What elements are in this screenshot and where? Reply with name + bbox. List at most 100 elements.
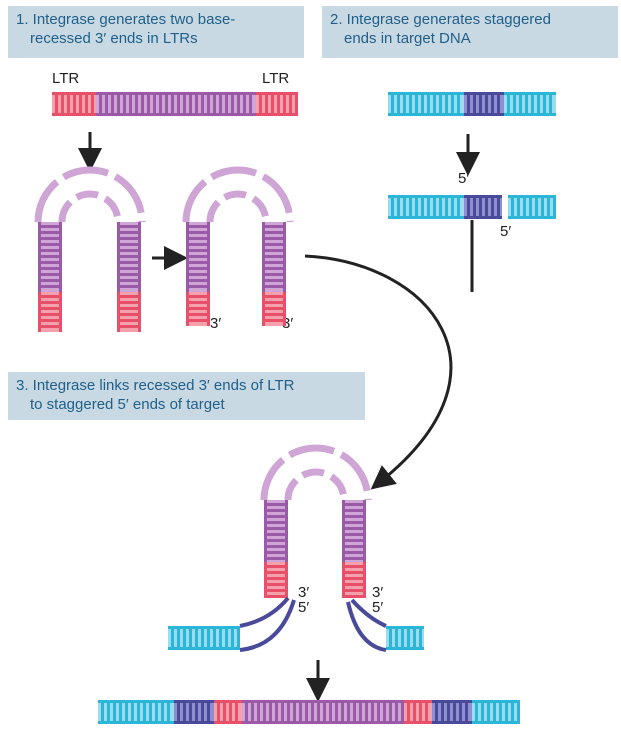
final-viral-rung — [377, 703, 380, 721]
cut-target-site-rung — [473, 198, 476, 216]
ltr-left-duplex-rung — [85, 95, 88, 113]
cut-target-right-rung — [517, 198, 520, 216]
hairpin-b-left-viral-rung — [189, 273, 207, 276]
final-ltr-right-strand-bottom — [404, 721, 432, 724]
viral-duplex-rung — [243, 95, 246, 113]
final-target-left-rung — [125, 703, 128, 721]
join-target-right-rung — [401, 629, 404, 647]
viral-duplex-rung — [225, 95, 228, 113]
hairpin-c-right-viral-rung — [345, 521, 363, 524]
final-ltr-left-rung — [217, 703, 220, 721]
join-target-left-rung — [207, 629, 210, 647]
hairpin-c-outer-strand — [260, 444, 372, 501]
hairpin-c-left-ltr-rung — [267, 583, 285, 586]
hairpin-c-left-viral-rung — [267, 515, 285, 518]
cut-target-site-rung — [497, 198, 500, 216]
hairpin-a-left-viral-rung — [41, 267, 59, 270]
target-right-duplex-rung — [537, 95, 540, 113]
cut-target-left-rung — [427, 198, 430, 216]
target-left-duplex-rung — [433, 95, 436, 113]
hairpin-c-right-ltr-rung — [345, 565, 363, 568]
final-target-left-rung — [167, 703, 170, 721]
final-target-right-strand-top — [472, 700, 520, 703]
hairpin-a-right-viral-rung — [120, 267, 138, 270]
join-target-left-strand-top — [168, 626, 240, 629]
target-right-duplex-rung — [525, 95, 528, 113]
hairpin-a-left-viral-rung — [41, 255, 59, 258]
viral-duplex-rung — [249, 95, 252, 113]
final-viral-rung — [341, 703, 344, 721]
hairpin-b-left-ltr-rung — [189, 301, 207, 304]
hairpin-c-left-viral-rung — [267, 533, 285, 536]
final-ltr-right-rung — [413, 703, 416, 721]
viral-duplex-rung — [237, 95, 240, 113]
hairpin-b-left-ltr-rung — [189, 319, 207, 322]
final-target-right-rung — [517, 703, 520, 721]
hairpin-a-left-viral-rung — [41, 231, 59, 234]
final-target-right-rung — [505, 703, 508, 721]
viral-duplex-rung — [207, 95, 210, 113]
hairpin-b-right-viral-rung — [265, 237, 283, 240]
hairpin-b-right-viral-rung — [265, 243, 283, 246]
hairpin-c-left-viral-rung — [267, 521, 285, 524]
cut-target-right-rung — [547, 198, 550, 216]
final-viral-rung — [359, 703, 362, 721]
target-site-duplex-strand-bottom — [464, 113, 504, 116]
ltr-right-duplex-strand-bottom — [256, 113, 298, 116]
hairpin-b-right-ltr-rung — [265, 301, 283, 304]
target-right-duplex-rung — [513, 95, 516, 113]
viral-duplex-rung — [231, 95, 234, 113]
hairpin-a-left-viral-rung — [41, 261, 59, 264]
join-target-right-curve-bottom — [346, 601, 387, 652]
step3-caption-line1: 3. Integrase links recessed 3′ ends of L… — [16, 377, 295, 394]
hairpin-b-left-viral-rung — [189, 279, 207, 282]
final-viral-rung — [287, 703, 290, 721]
hairpin-b-right-viral-rung — [265, 285, 283, 288]
hairpin-a-left-ltr-rung — [41, 307, 59, 310]
final-site-left-strand-bottom — [174, 721, 214, 724]
step3-caption-line2: to staggered 5′ ends of target — [30, 396, 225, 413]
final-target-right-rung — [499, 703, 502, 721]
hairpin-c-left-viral-rung — [267, 527, 285, 530]
hairpin-b-left-viral-rung — [189, 285, 207, 288]
target-right-duplex-strand-bottom — [504, 113, 556, 116]
hairpin-b-left-viral-rung — [189, 261, 207, 264]
ltr-right-duplex-rung — [277, 95, 280, 113]
final-site-left-strand-top — [174, 700, 214, 703]
hairpin-c-right-viral-rung — [345, 503, 363, 506]
hairpin-a-left-viral-rung — [41, 249, 59, 252]
hairpin-a-left-ltr-rung — [41, 325, 59, 328]
three-prime-label-b: 3′ — [282, 315, 293, 332]
final-viral-rung — [269, 703, 272, 721]
viral-duplex-rung — [99, 95, 102, 113]
final-site-right-rung — [465, 703, 468, 721]
final-target-right-rung — [493, 703, 496, 721]
hairpin-a-inner-strand — [58, 190, 122, 223]
viral-duplex-rung — [135, 95, 138, 113]
ltr-left-duplex-rung — [67, 95, 70, 113]
hairpin-c-left-ltr-rung — [267, 571, 285, 574]
viral-duplex-rung — [219, 95, 222, 113]
target-left-duplex-rung — [451, 95, 454, 113]
ltr-label-right: LTR — [262, 70, 289, 87]
hairpin-a-left-viral-rung — [41, 285, 59, 288]
target-right-duplex-rung — [507, 95, 510, 113]
final-site-right-rung — [453, 703, 456, 721]
hairpin-b-right-ltr-strand-right — [283, 292, 286, 326]
cut-target-site-rung — [467, 198, 470, 216]
hairpin-a-left-viral-rung — [41, 225, 59, 228]
join-target-left-rung — [225, 629, 228, 647]
final-site-right-rung — [435, 703, 438, 721]
target-left-duplex-rung — [439, 95, 442, 113]
hairpin-c-right-ltr-strand-right — [363, 562, 366, 598]
final-target-right-rung — [511, 703, 514, 721]
hairpin-c-left-viral-strand-right — [285, 500, 288, 562]
hairpin-a-right-viral-rung — [120, 249, 138, 252]
step2-caption: 2. Integrase generates staggered ends in… — [322, 6, 618, 58]
final-target-right-rung — [475, 703, 478, 721]
join-target-right-rung — [419, 629, 422, 647]
final-site-right-strand-top — [432, 700, 472, 703]
final-ltr-right-rung — [419, 703, 422, 721]
hairpin-c-left-ltr-strand-right — [285, 562, 288, 598]
